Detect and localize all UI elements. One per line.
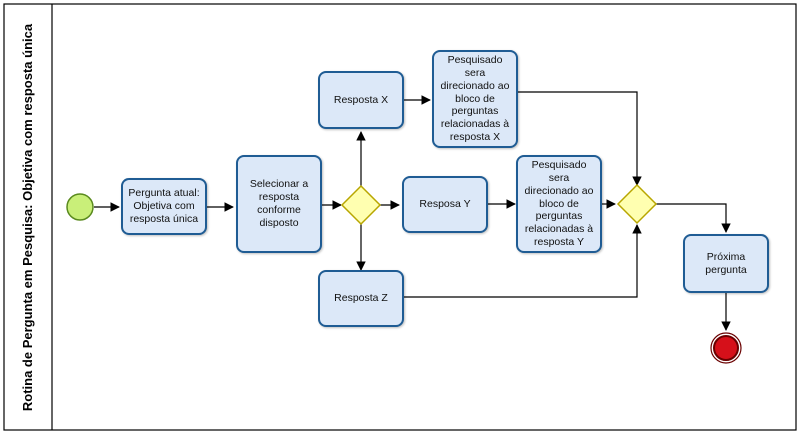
flow-merge-to-next: [656, 203, 731, 233]
task-next-question: Próxima pergunta: [683, 234, 769, 293]
task-select-answer: Selecionar a resposta conforme disposto: [236, 155, 322, 253]
flow-redirect-x-to-merge: [518, 91, 642, 186]
pool-label: Rotina de Pergunta em Pesquisa: Objetiva…: [4, 4, 52, 430]
end-event-core: [713, 335, 739, 361]
flow-z-to-merge: [404, 224, 642, 298]
task-answer-z: Resposta Z: [318, 270, 404, 327]
decision-gateway: [340, 184, 382, 226]
task-redirect-y: Pesquisado sera direcionado ao bloco de …: [516, 155, 602, 253]
task-answer-y: Resposa Y: [402, 176, 488, 233]
merge-gateway: [616, 183, 658, 225]
start-event: [66, 193, 94, 221]
pool-label-text: Rotina de Pergunta em Pesquisa: Objetiva…: [20, 23, 36, 411]
task-answer-x: Resposta X: [318, 71, 404, 129]
task-current-question: Pergunta atual: Objetiva com resposta ún…: [121, 178, 207, 235]
task-redirect-x: Pesquisado sera direcionado ao bloco de …: [432, 50, 518, 148]
